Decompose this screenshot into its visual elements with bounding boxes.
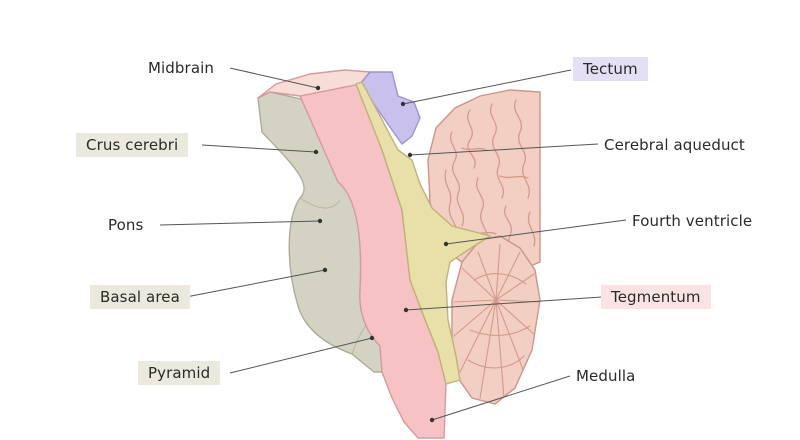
label-basal-area: Basal area <box>90 285 190 309</box>
label-cerebral-aqueduct: Cerebral aqueduct <box>604 136 745 154</box>
tectum-region <box>359 71 421 146</box>
cerebellum-lower <box>451 235 541 405</box>
label-pons: Pons <box>108 216 144 234</box>
leader-dots <box>313 85 449 423</box>
label-tectum: Tectum <box>573 57 648 81</box>
label-tegmentum: Tegmentum <box>601 285 711 309</box>
label-fourth-ventricle: Fourth ventricle <box>632 212 753 230</box>
label-medulla: Medulla <box>576 367 636 385</box>
leader-lines <box>159 67 627 421</box>
label-crus-cerebri: Crus cerebri <box>76 133 189 157</box>
ventricle-region <box>355 81 492 385</box>
label-pyramid: Pyramid <box>138 361 221 385</box>
label-midbrain: Midbrain <box>148 59 214 77</box>
